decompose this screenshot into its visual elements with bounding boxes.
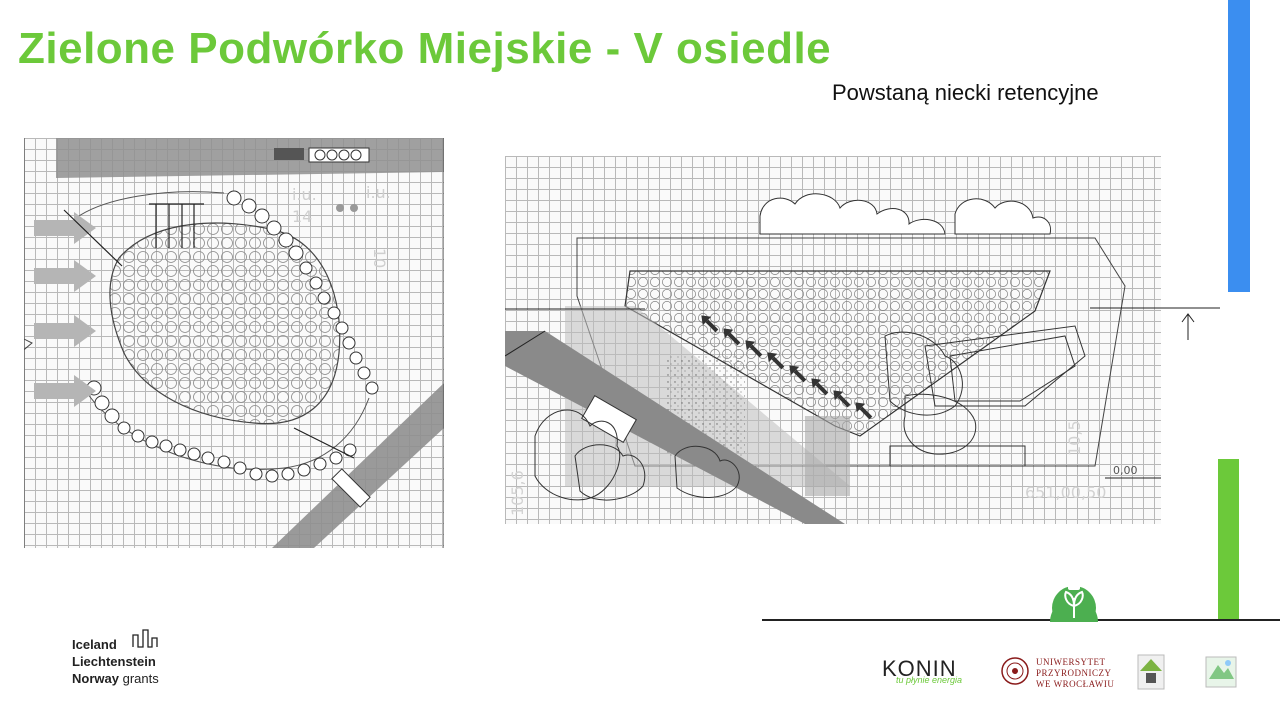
partner-logo-1 [1137, 654, 1165, 690]
retention-basin [109, 222, 341, 425]
label-elev-2: 105,6 [508, 470, 527, 516]
section-marker [1160, 307, 1220, 340]
road-diagonal [272, 383, 444, 548]
slide-subtitle: Powstaną niecki retencyjne [832, 80, 1099, 105]
eea-grants-word: grants [122, 671, 159, 686]
label-iu-2: i.u. [366, 183, 391, 202]
eea-line-norway: Norway grants [72, 671, 159, 686]
eea-grants-icon [132, 629, 158, 648]
flow-arrows-left [34, 212, 96, 407]
eea-line-liechtenstein: Liechtenstein [72, 654, 156, 669]
plan-right: 0,00 651,00,50 105,6 10,5 [505, 156, 1161, 524]
green-accent-bar [1218, 459, 1239, 619]
road-top [56, 138, 444, 178]
label-iu-1: i.u. [292, 185, 317, 204]
upwr-line-2: PRZYRODNICZY [1036, 668, 1112, 678]
plan-left: i.u. i.u. 14 10 [24, 138, 444, 548]
green-badge-icon [1050, 582, 1098, 622]
partner-logo-2 [1205, 656, 1237, 688]
slide-title: Zielone Podwórko Miejskie - V osiedle [18, 24, 832, 73]
label-elev-3: 10,5 [1065, 420, 1084, 456]
upwr-logo-text: UNIWERSYTET PRZYRODNICZY WE WROCŁAWIU [1036, 657, 1114, 690]
eea-line-iceland: Iceland [72, 637, 117, 652]
eea-grants-logo-text: Iceland Liechtenstein Norway grants [72, 636, 159, 687]
plan-right-drawing: 0,00 651,00,50 105,6 10,5 [505, 193, 1161, 524]
label-elev-0: 0,00 [1113, 464, 1138, 477]
label-14: 14 [292, 207, 312, 226]
plan-left-drawing: i.u. i.u. 14 10 [24, 138, 444, 548]
blue-accent-bar [1228, 0, 1250, 292]
upwr-line-1: UNIWERSYTET [1036, 657, 1106, 667]
road-diagonal-right [505, 331, 845, 524]
footer-divider [762, 619, 1280, 621]
konin-logo: KONIN [882, 656, 957, 681]
label-elev-1: 651,00,50 [1025, 483, 1106, 502]
konin-tagline: tu płynie energia [896, 675, 963, 685]
flow-arrows-right [701, 315, 873, 420]
upwr-line-3: WE WROCŁAWIU [1036, 679, 1115, 689]
upwr-seal-icon [1001, 657, 1029, 685]
label-10: 10 [370, 248, 389, 268]
